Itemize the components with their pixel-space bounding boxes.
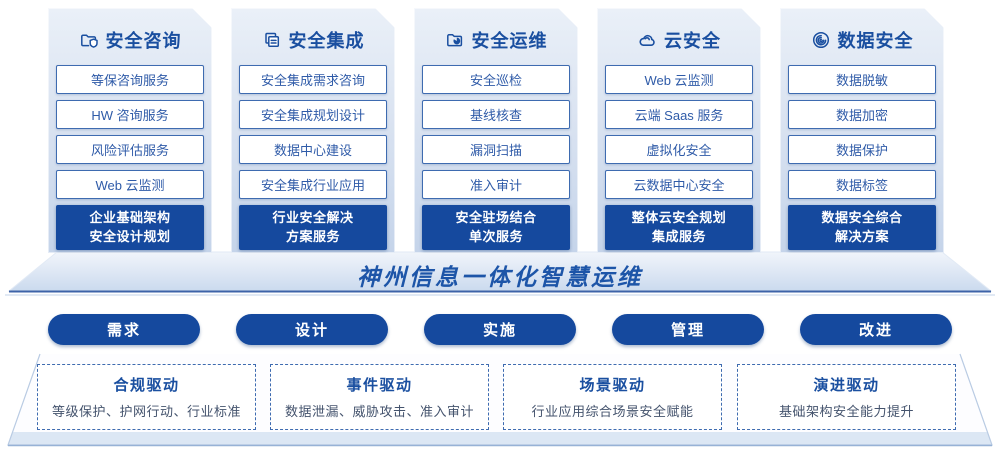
driver-title: 场景驱动 bbox=[579, 377, 646, 394]
driver-desc: 等级保护、护网行动、行业标准 bbox=[51, 404, 241, 419]
card-title: 云安全 bbox=[664, 31, 721, 51]
highlight-service: 行业安全解决 方案服务 bbox=[239, 205, 387, 250]
highlight-service: 整体云安全规划 集成服务 bbox=[605, 205, 753, 250]
highlight-line: 方案服务 bbox=[285, 228, 340, 244]
card-title: 安全集成 bbox=[288, 31, 365, 51]
card-header: 安全集成 bbox=[231, 26, 395, 54]
process-step-requirement: 需求 bbox=[48, 314, 200, 345]
driver-title: 合规驱动 bbox=[113, 377, 180, 394]
service-item: 等保咨询服务 bbox=[56, 65, 204, 94]
highlight-line: 企业基础架构 bbox=[89, 210, 171, 226]
card-data-security: 数据安全 数据脱敏 数据加密 数据保护 数据标签 数据安全综合 解决方案 bbox=[780, 8, 944, 253]
driver-box-incident: 事件驱动 数据泄漏、威胁攻击、准入审计 bbox=[270, 364, 489, 430]
driver-desc: 基础架构安全能力提升 bbox=[778, 404, 914, 419]
highlight-line: 整体云安全规划 bbox=[631, 210, 727, 226]
card-title: 安全运维 bbox=[471, 31, 548, 51]
highlight-line: 解决方案 bbox=[834, 228, 889, 244]
process-step-design: 设计 bbox=[236, 314, 388, 345]
card-security-integration: 安全集成 安全集成需求咨询 安全集成规划设计 数据中心建设 安全集成行业应用 行… bbox=[231, 8, 395, 253]
highlight-line: 数据安全综合 bbox=[821, 210, 903, 226]
driver-box-scenario: 场景驱动 行业应用综合场景安全赋能 bbox=[503, 364, 722, 430]
highlight-line: 行业安全解决 bbox=[272, 210, 354, 226]
highlight-service: 数据安全综合 解决方案 bbox=[788, 205, 936, 250]
card-header: 云安全 bbox=[597, 26, 761, 54]
service-item: 准入审计 bbox=[422, 170, 570, 199]
service-item: 数据保护 bbox=[788, 135, 936, 164]
driver-box-evolution: 演进驱动 基础架构安全能力提升 bbox=[737, 364, 956, 430]
service-item: 数据脱敏 bbox=[788, 65, 936, 94]
highlight-line: 安全设计规划 bbox=[89, 228, 171, 244]
card-title: 数据安全 bbox=[837, 31, 914, 51]
driver-title: 事件驱动 bbox=[346, 377, 413, 394]
service-item: 数据中心建设 bbox=[239, 135, 387, 164]
card-security-operations: 安全运维 安全巡检 基线核查 漏洞扫描 准入审计 安全驻场结合 单次服务 bbox=[414, 8, 578, 253]
service-item: 数据标签 bbox=[788, 170, 936, 199]
service-item: 基线核查 bbox=[422, 100, 570, 129]
copy-docs-icon bbox=[262, 30, 282, 50]
service-item: Web 云监测 bbox=[605, 65, 753, 94]
card-title: 安全咨询 bbox=[105, 31, 182, 51]
service-item: HW 咨询服务 bbox=[56, 100, 204, 129]
driver-box-compliance: 合规驱动 等级保护、护网行动、行业标准 bbox=[37, 364, 256, 430]
highlight-line: 安全驻场结合 bbox=[455, 210, 537, 226]
driver-desc: 数据泄漏、威胁攻击、准入审计 bbox=[284, 404, 474, 419]
highlight-line: 单次服务 bbox=[468, 228, 523, 244]
service-item: 安全集成需求咨询 bbox=[239, 65, 387, 94]
service-item: Web 云监测 bbox=[56, 170, 204, 199]
banner-title: 神州信息一体化智慧运维 bbox=[357, 264, 643, 290]
driver-desc: 行业应用综合场景安全赋能 bbox=[531, 404, 694, 419]
service-item: 漏洞扫描 bbox=[422, 135, 570, 164]
highlight-line: 集成服务 bbox=[651, 228, 706, 244]
spiral-disc-icon bbox=[811, 30, 831, 50]
process-step-management: 管理 bbox=[612, 314, 764, 345]
service-item: 云数据中心安全 bbox=[605, 170, 753, 199]
folder-pie-icon bbox=[445, 30, 465, 50]
card-cloud-security: 云安全 Web 云监测 云端 Saas 服务 虚拟化安全 云数据中心安全 整体云… bbox=[597, 8, 761, 253]
service-item: 云端 Saas 服务 bbox=[605, 100, 753, 129]
cloud-icon bbox=[637, 30, 657, 50]
service-item: 数据加密 bbox=[788, 100, 936, 129]
service-item: 风险评估服务 bbox=[56, 135, 204, 164]
process-step-improvement: 改进 bbox=[800, 314, 952, 345]
card-header: 安全运维 bbox=[414, 26, 578, 54]
service-item: 安全巡检 bbox=[422, 65, 570, 94]
banner-platform bbox=[5, 251, 995, 296]
highlight-service: 安全驻场结合 单次服务 bbox=[422, 205, 570, 250]
highlight-service: 企业基础架构 安全设计规划 bbox=[56, 205, 204, 250]
card-header: 数据安全 bbox=[780, 26, 944, 54]
driver-title: 演进驱动 bbox=[813, 377, 880, 394]
process-step-implementation: 实施 bbox=[424, 314, 576, 345]
folder-shield-icon bbox=[79, 30, 99, 50]
service-item: 安全集成规划设计 bbox=[239, 100, 387, 129]
card-header: 安全咨询 bbox=[48, 26, 212, 54]
card-security-consulting: 安全咨询 等保咨询服务 HW 咨询服务 风险评估服务 Web 云监测 企业基础架… bbox=[48, 8, 212, 253]
service-item: 安全集成行业应用 bbox=[239, 170, 387, 199]
service-item: 虚拟化安全 bbox=[605, 135, 753, 164]
